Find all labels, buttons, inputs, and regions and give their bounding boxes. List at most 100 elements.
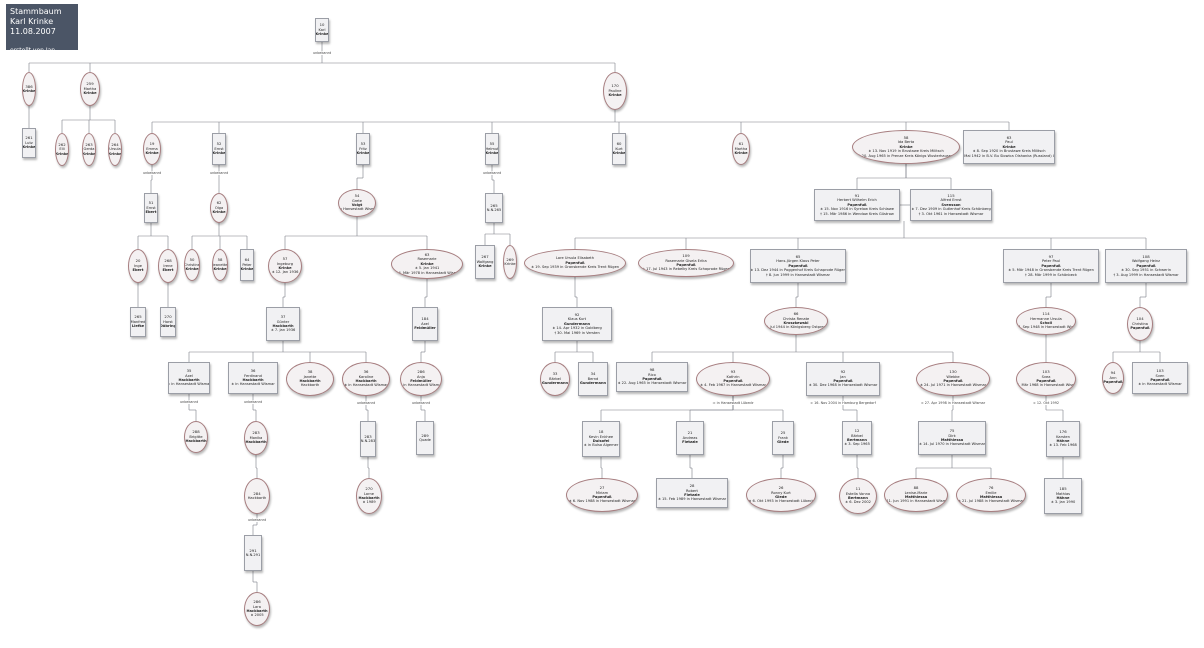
person-life-event: ∗ 5. Mär 1948 in Gransbende Kreis Trent … bbox=[1008, 268, 1094, 273]
person-given-name: N.N.265 bbox=[486, 208, 502, 212]
person-id: 63 bbox=[424, 251, 430, 257]
person-life-event: ∗ 22. Aug 1965 in Hansestadt Wismar bbox=[617, 381, 687, 386]
person-surname: Papenfuß bbox=[788, 263, 808, 268]
person-given-name: Ernst bbox=[214, 146, 224, 151]
person-life-event: ∗ 2005 bbox=[250, 613, 264, 618]
person-given-name: Bärbel bbox=[851, 433, 863, 438]
person-given-name: Martha bbox=[83, 86, 97, 91]
person-given-name: Lore Ursula Elisabeth bbox=[555, 256, 594, 261]
person-id: 103 bbox=[1042, 369, 1050, 375]
person-surname: Krinke bbox=[478, 264, 492, 269]
person-id: 97 bbox=[1048, 253, 1054, 259]
person-life-event: ∗ 14. Sep 1948 in Hansestadt Wismar bbox=[1016, 325, 1075, 330]
person-given-name: Olga bbox=[214, 205, 224, 210]
person-given-name: Estella Vonna bbox=[845, 491, 871, 496]
person-id: 109 bbox=[682, 253, 690, 259]
person-id: 268 bbox=[164, 258, 172, 264]
person-life-event: ∗ 15. Nov 1916 in Syrelow Kreis Schlawe bbox=[819, 207, 895, 212]
person-life-event: ∗ 17. Jul 1943 in Rebelky Kreis Schaprod… bbox=[641, 267, 731, 272]
person-given-name: Lara bbox=[253, 604, 261, 609]
